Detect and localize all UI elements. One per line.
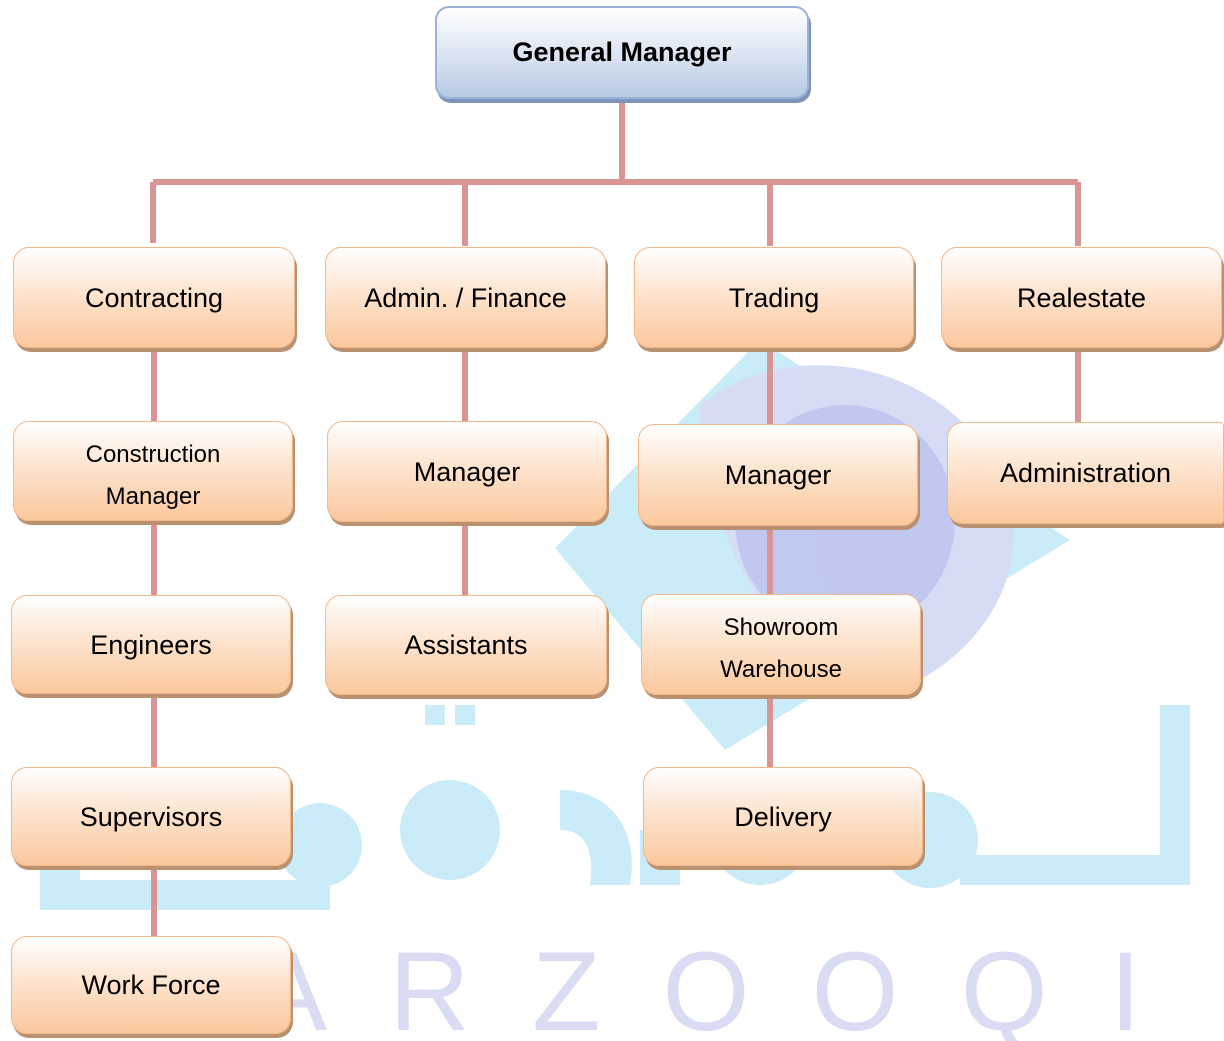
construction-manager-box: Construction Manager — [13, 421, 293, 521]
delivery-box: Delivery — [643, 767, 923, 866]
division-realestate-label: Realestate — [1016, 282, 1147, 313]
division-realestate-box: Realestate — [941, 247, 1222, 348]
work-force-box: Work Force — [11, 936, 291, 1034]
division-admin-finance-box: Admin. / Finance — [325, 247, 606, 348]
construction-manager-label: Construction Manager — [85, 441, 221, 510]
supervisors-box: Supervisors — [11, 767, 291, 866]
general-manager-label: General Manager — [512, 37, 732, 67]
division-trading-box: Trading — [634, 247, 914, 348]
admin-manager-label: Manager — [413, 456, 521, 487]
administration-label: Administration — [999, 458, 1172, 488]
engineers-box: Engineers — [11, 595, 291, 694]
assistants-label: Assistants — [404, 630, 528, 660]
division-admin-finance-label: Admin. / Finance — [364, 282, 567, 313]
admin-manager-box: Manager — [327, 421, 607, 522]
division-contracting-label: Contracting — [84, 282, 224, 313]
division-contracting-box: Contracting — [13, 247, 295, 348]
assistants-box: Assistants — [325, 595, 607, 695]
division-trading-label: Trading — [728, 282, 820, 313]
showroom-warehouse-label: Showroom Warehouse — [720, 614, 842, 683]
trading-manager-box: Manager — [638, 424, 918, 526]
trading-manager-label: Manager — [724, 460, 832, 490]
work-force-label: Work Force — [81, 970, 221, 1000]
delivery-label: Delivery — [734, 801, 832, 832]
administration-box: Administration — [947, 422, 1224, 524]
engineers-label: Engineers — [90, 629, 212, 660]
general-manager-box: General Manager — [435, 6, 809, 99]
supervisors-label: Supervisors — [79, 801, 223, 832]
showroom-warehouse-box: Showroom Warehouse — [641, 594, 921, 695]
